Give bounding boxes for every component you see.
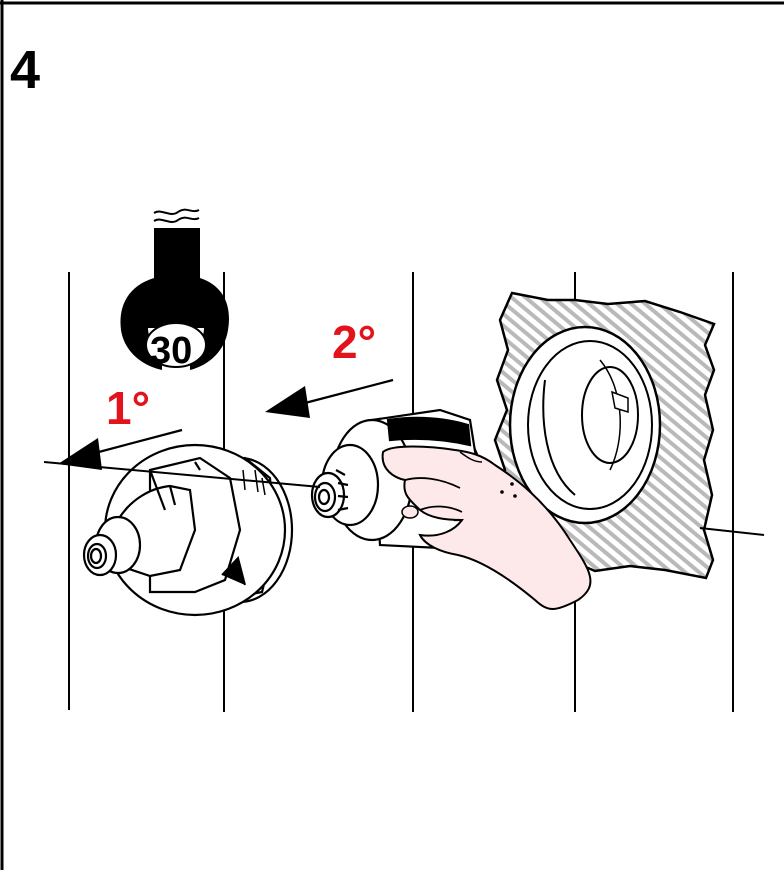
arrow-2 xyxy=(265,378,394,418)
wrench-size-label: 30 xyxy=(150,330,192,372)
step-number: 4 xyxy=(10,40,40,100)
label-first: 1° xyxy=(106,382,150,434)
label-second: 2° xyxy=(332,316,376,368)
outer-cartridge xyxy=(82,443,294,617)
hand-illustration xyxy=(381,445,592,610)
wrench-icon: 30 xyxy=(120,208,229,372)
arrow-1 xyxy=(58,428,183,470)
wall-section xyxy=(493,291,765,580)
